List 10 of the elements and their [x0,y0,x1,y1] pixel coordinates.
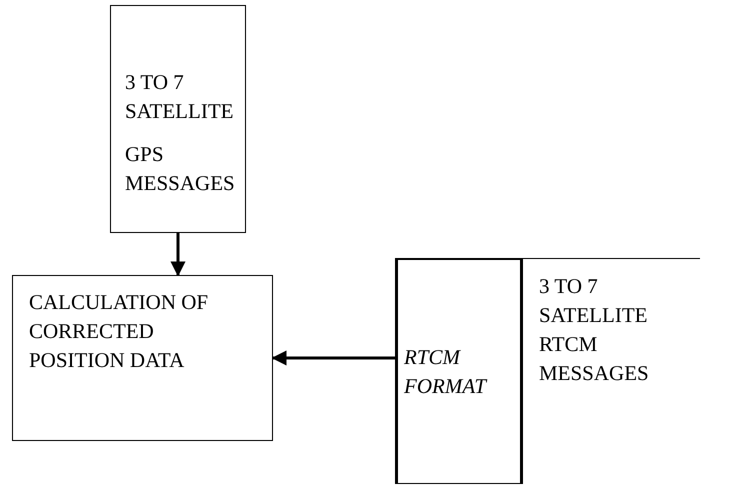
box-text: GPS MESSAGES [125,141,236,197]
box-text: 3 TO 7 SATELLITE [125,69,234,125]
process-box [110,5,246,233]
box-text: CALCULATION OF CORRECTED POSITION DATA [29,289,210,374]
arrow [272,350,395,366]
arrow [170,233,186,276]
process-box [395,258,523,484]
side-text: 3 TO 7 SATELLITE RTCM MESSAGES [539,273,650,387]
process-box [12,275,273,441]
box-text: RTCM FORMAT [404,344,488,400]
